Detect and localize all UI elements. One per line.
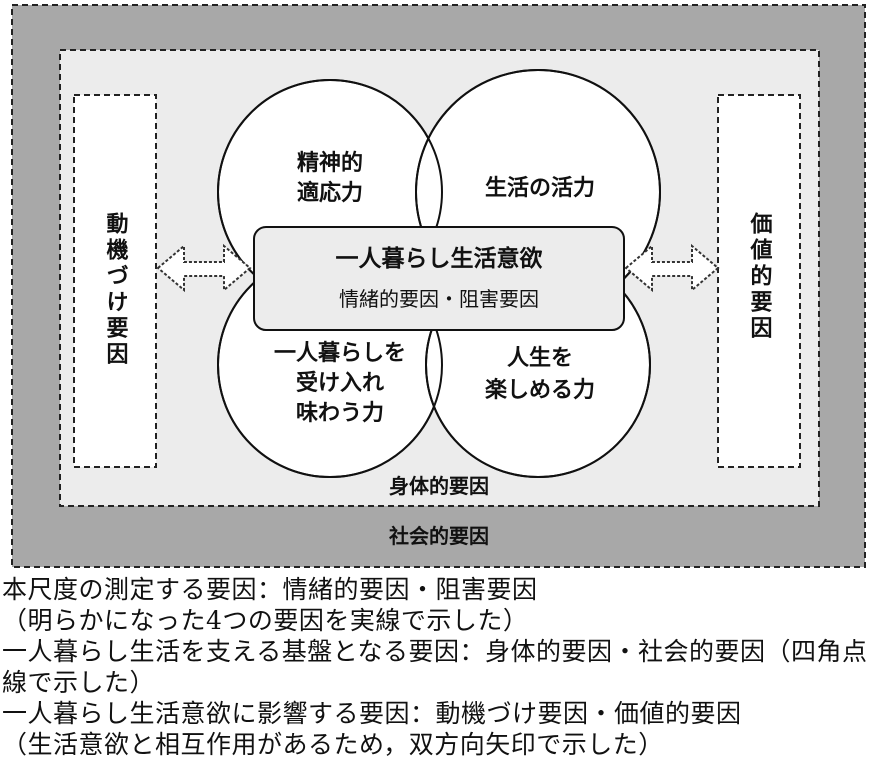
top-right-label: 生活の活力 [485,176,595,201]
motivation-label: 動機づけ要因 [103,212,129,368]
top-left-line-2: 適応力 [297,180,363,206]
bottom-right-line-2: 楽しめる力 [485,377,595,403]
caption-line-1: 本尺度の測定する要因：情緒的要因・阻害要因 [2,575,538,604]
motivation-factor-box [73,94,157,468]
bottom-left-line-3: 味わう力 [296,401,384,426]
bottom-left-line-2: 受け入れ [296,370,384,396]
center-subtitle: 情緒的要因・阻害要因 [339,287,539,311]
social-factor-label: 社会的要因 [388,524,489,548]
diagram: 精神的 適応力 生活の活力 一人暮らしを 受け入れ 味わう力 人生を 楽しめる力… [11,4,866,568]
top-left-line-1: 精神的 [297,150,363,176]
value-label: 価値的要因 [747,212,774,342]
value-factor-box [717,94,801,468]
center-title: 一人暮らし生活意欲 [336,245,543,272]
emotional-factor-box [253,226,625,331]
left-double-arrow [156,243,252,293]
bottom-right-line-1: 人生を [507,346,573,371]
physical-factor-label: 身体的要因 [389,474,489,498]
caption-line-2: （明らかになった4つの要因を実線で示した） [2,606,529,635]
caption: 本尺度の測定する要因：情緒的要因・阻害要因 （明らかになった4つの要因を実線で示… [2,574,880,760]
caption-line-4: 一人暮らし生活意欲に影響する要因：動機づけ要因・価値的要因 [2,699,742,728]
caption-line-3: 一人暮らし生活を支える基盤となる要因：身体的要因・社会的要因（四角点線で示した） [2,637,868,697]
caption-line-5: （生活意欲と相互作用があるため，双方向矢印で示した） [2,730,664,759]
bottom-left-line-1: 一人暮らしを [274,341,406,366]
right-double-arrow [624,243,720,293]
